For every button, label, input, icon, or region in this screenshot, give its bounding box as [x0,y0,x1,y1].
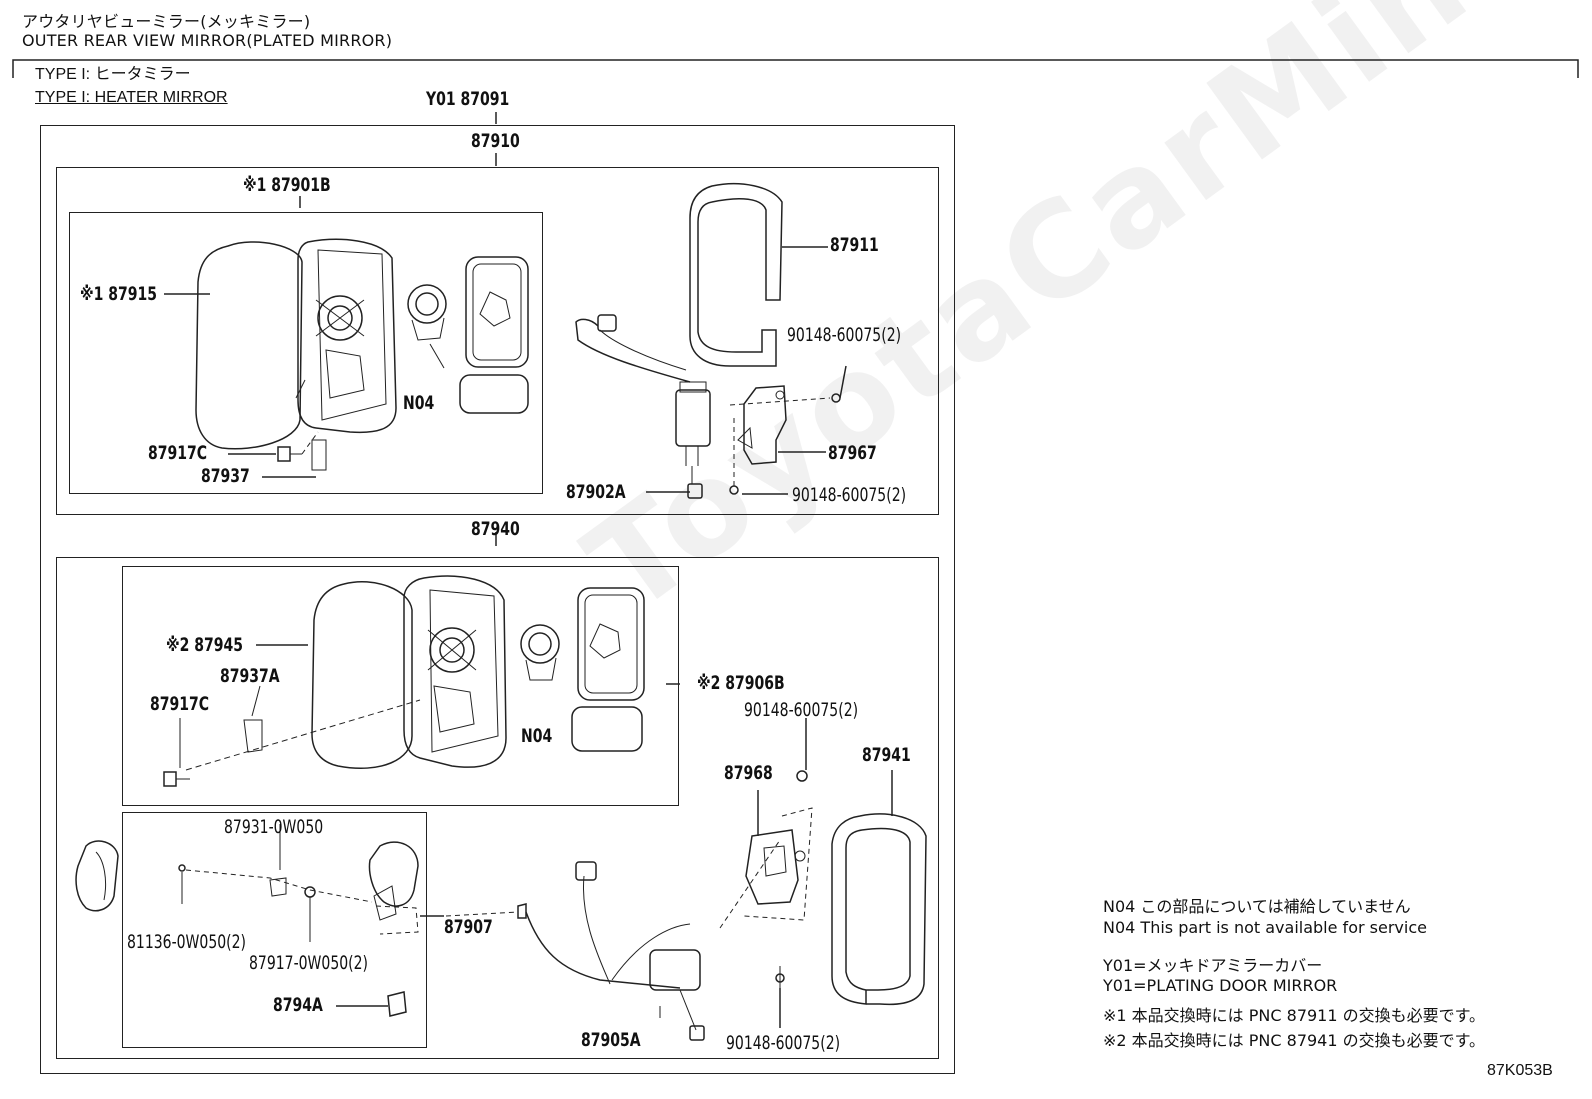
group-frame-87940 [56,557,939,1059]
group-frame-87910 [56,167,939,515]
group-number-upper: 87910 [471,130,520,152]
part-label: ※2 87906B [697,672,785,694]
part-label: 87905A [581,1029,641,1051]
part-label: ※2 87945 [166,634,244,656]
part-label: ※1 87901B [243,174,331,196]
note-ref1: ※1 本品交換時には PNC 87911 の交換も必要です。 [1103,1006,1486,1025]
part-label: 90148-60075(2) [792,484,907,506]
part-label: 87917C [150,693,210,715]
type-label-jp: TYPE I: ヒータミラー [35,66,191,83]
group-number-lower: 87940 [471,518,520,540]
part-label: 81136-0W050(2) [127,931,247,953]
subassembly-frame-87906b [122,566,679,806]
part-label: 87941 [862,744,911,766]
note-n04-jp: N04 この部品については補給していません [1103,897,1411,916]
part-label: 87911 [830,234,879,256]
part-label: 90148-60075(2) [726,1032,841,1054]
title-jp: アウタリヤビューミラー(メッキミラー) [22,12,311,31]
subassembly-frame-87901b [69,212,543,494]
assembly-frame [40,125,955,1074]
note-ref2: ※2 本品交換時には PNC 87941 の交換も必要です。 [1103,1031,1486,1050]
part-label: 87917C [148,442,208,464]
part-label: 87907 [444,916,493,938]
note-n04-en: N04 This part is not available for servi… [1103,918,1427,937]
part-label: 87937 [201,465,250,487]
part-label: 8794A [273,994,323,1016]
part-label: N04 [521,725,553,747]
part-label: 87968 [724,762,773,784]
note-y01-en: Y01=PLATING DOOR MIRROR [1103,976,1338,995]
part-label: ※1 87915 [80,283,158,305]
part-label: 90148-60075(2) [787,324,902,346]
part-label: 87931-0W050 [224,816,324,838]
title-en: OUTER REAR VIEW MIRROR(PLATED MIRROR) [22,31,393,50]
part-label: 87967 [828,442,877,464]
part-label: 90148-60075(2) [744,699,859,721]
note-y01-jp: Y01=メッキドアミラーカバー [1103,956,1323,975]
diagram-code: 87K053B [1487,1062,1553,1079]
type-label-en: TYPE I: HEATER MIRROR [35,89,228,106]
part-label: 87917-0W050(2) [249,952,369,974]
part-label: N04 [403,392,435,414]
parts-frame-87907 [122,812,427,1048]
part-label: 87937A [220,665,280,687]
part-label: 87902A [566,481,626,503]
assembly-number: Y01 87091 [426,88,510,110]
